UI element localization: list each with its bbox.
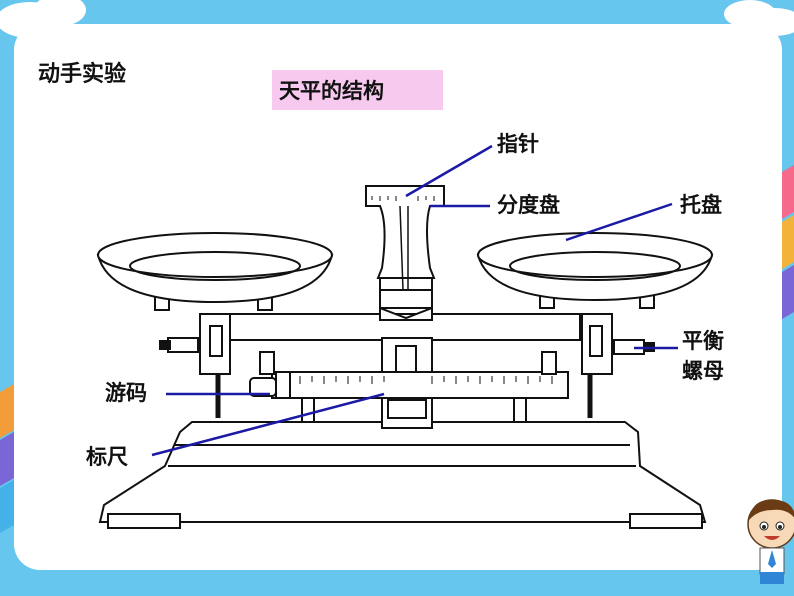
subtitle-highlight bbox=[272, 70, 443, 110]
beam-scale-leader bbox=[151, 392, 385, 457]
label-balance-nut-1: 平衡 bbox=[682, 329, 724, 353]
pan-leader bbox=[565, 202, 673, 242]
cartoon-boy-illustration bbox=[747, 499, 794, 584]
pointer-leader bbox=[405, 144, 493, 198]
label-balance-nut-2: 螺母 bbox=[682, 359, 724, 383]
rider bbox=[275, 371, 291, 399]
left-foot bbox=[107, 513, 181, 529]
label-rider: 游码 bbox=[105, 381, 147, 405]
left-balance-nut bbox=[167, 337, 199, 353]
label-scale-dial: 分度盘 bbox=[497, 193, 560, 217]
base bbox=[98, 421, 707, 523]
diagram-subtitle: 天平的结构 bbox=[279, 79, 384, 103]
dial-block bbox=[379, 277, 433, 309]
scale-ticks bbox=[299, 376, 553, 384]
label-beam-scale: 标尺 bbox=[86, 445, 128, 469]
label-pointer: 指针 bbox=[497, 132, 539, 156]
beam-scale bbox=[271, 371, 569, 399]
page-title: 动手实验 bbox=[38, 62, 127, 87]
label-pan: 托盘 bbox=[680, 193, 722, 217]
right-foot bbox=[629, 513, 703, 529]
pointer-column bbox=[365, 185, 445, 279]
